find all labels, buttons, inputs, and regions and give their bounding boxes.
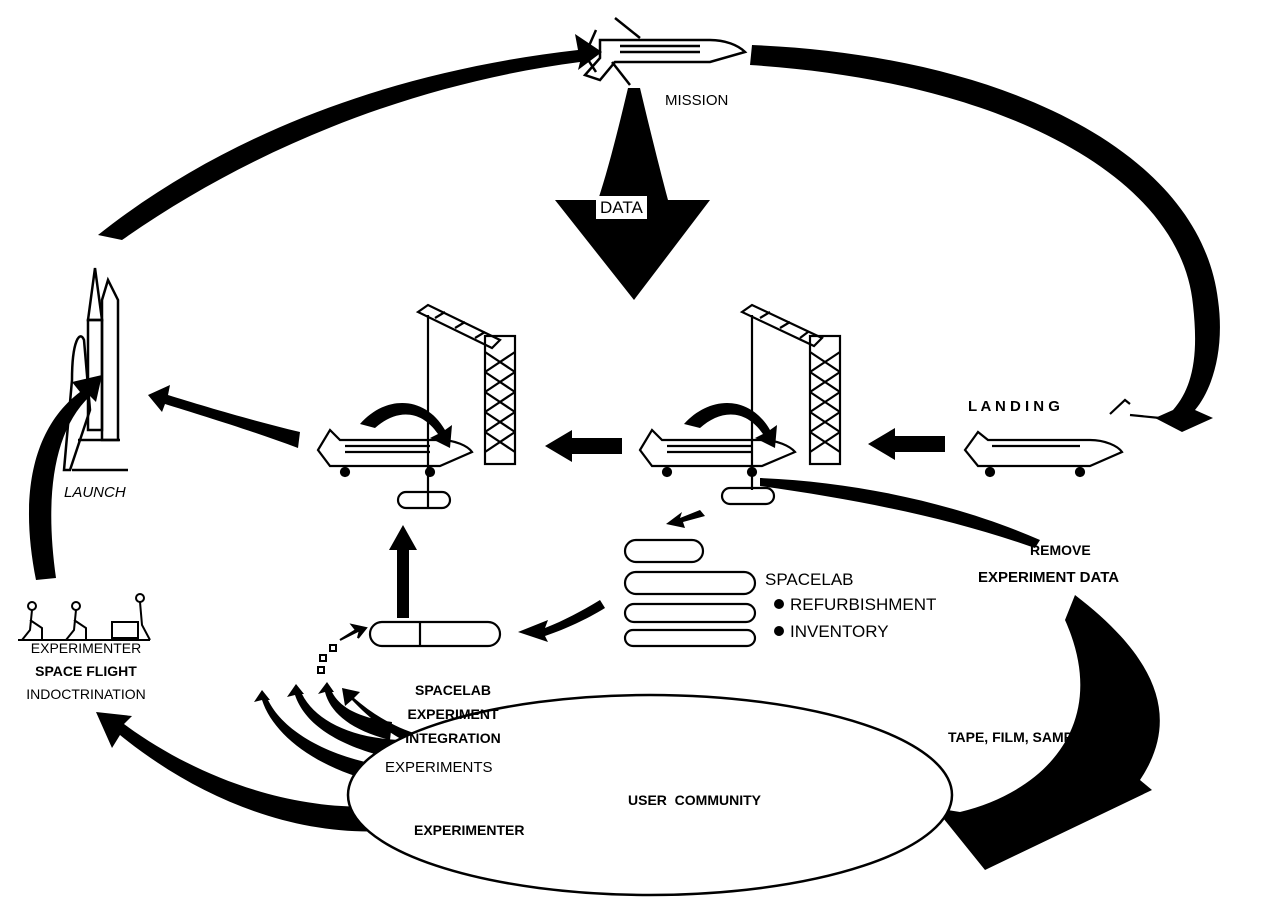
arc-arrow-data-to-users (935, 595, 1160, 870)
shuttle-refurbishment (638, 428, 797, 478)
arrow-integration-to-assembly (389, 525, 417, 618)
shuttle-assembly (316, 428, 474, 478)
indoctrination-label-line1: EXPERIMENTER (30, 640, 142, 656)
arrow-shuttle-to-stack (666, 510, 705, 528)
spacelab-stack (623, 538, 757, 648)
data-arrow (555, 88, 710, 300)
refurbishment-label: REFURBISHMENT (790, 595, 937, 614)
remove-label-line1: REMOVE (1030, 542, 1091, 558)
inventory-label: INVENTORY (790, 622, 889, 641)
remove-label-line2: EXPERIMENT DATA (978, 569, 1120, 586)
mission-label: MISSION (665, 92, 729, 109)
arrow-landing-to-refurb (868, 428, 945, 460)
crane-refurbishment (739, 303, 842, 490)
arc-arrow-launch-to-mission (98, 34, 602, 240)
spacelab-module-hanging-1 (396, 490, 452, 510)
user-community-ellipse (346, 693, 954, 897)
fan-arrows-users-to-integration (254, 682, 462, 790)
experimenter-figures (18, 593, 151, 641)
launch-label: LAUNCH (64, 484, 126, 501)
experiment-pieces (317, 623, 368, 674)
crane-assembly (415, 303, 517, 508)
arrow-refurb-to-assembly (545, 430, 622, 462)
tape-label: TAPE, FILM, SAMPLES, ETC (948, 730, 1133, 748)
spacelab-module-hanging-2 (720, 486, 776, 506)
tape-label-sub: TC (1117, 735, 1133, 749)
mission-shuttle (582, 17, 748, 86)
curved-arrow-refurbishment (684, 402, 777, 448)
data-label: DATA (596, 196, 647, 219)
wedge-shuttle-to-remove (760, 478, 1040, 548)
integration-label-line3: INTEGRATION (405, 730, 501, 746)
arrow-assembly-to-launch (148, 385, 300, 448)
integration-label-line2: EXPERIMENT (407, 706, 499, 722)
launch-vehicle (62, 267, 128, 472)
bullet-refurbishment (774, 599, 784, 609)
landing-label: L A N D I N G (968, 398, 1060, 415)
arc-arrow-indoctrination-to-launch (28, 375, 102, 580)
integration-label-line1: SPACELAB (415, 682, 491, 698)
experimenter-label: EXPERIMENTER (414, 822, 525, 838)
bullet-inventory (774, 626, 784, 636)
arc-arrow-mission-to-landing (750, 45, 1220, 432)
spacelab-integration-module (368, 620, 502, 648)
spacelab-label: SPACELAB (765, 570, 854, 589)
indoctrination-label-line3: INDOCTRINATION (26, 686, 146, 702)
arrow-refurb-to-integration (518, 600, 605, 642)
tape-label-text: TAPE, FILM, SAMPLES, E (948, 729, 1118, 745)
indoctrination-label-line2: SPACE FLIGHT (35, 663, 137, 679)
experiments-label: EXPERIMENTS (385, 759, 493, 776)
user-community-label: USER COMMUNITY (628, 792, 761, 808)
shuttle-landing (963, 398, 1161, 478)
curved-arrow-assembly (360, 402, 452, 448)
